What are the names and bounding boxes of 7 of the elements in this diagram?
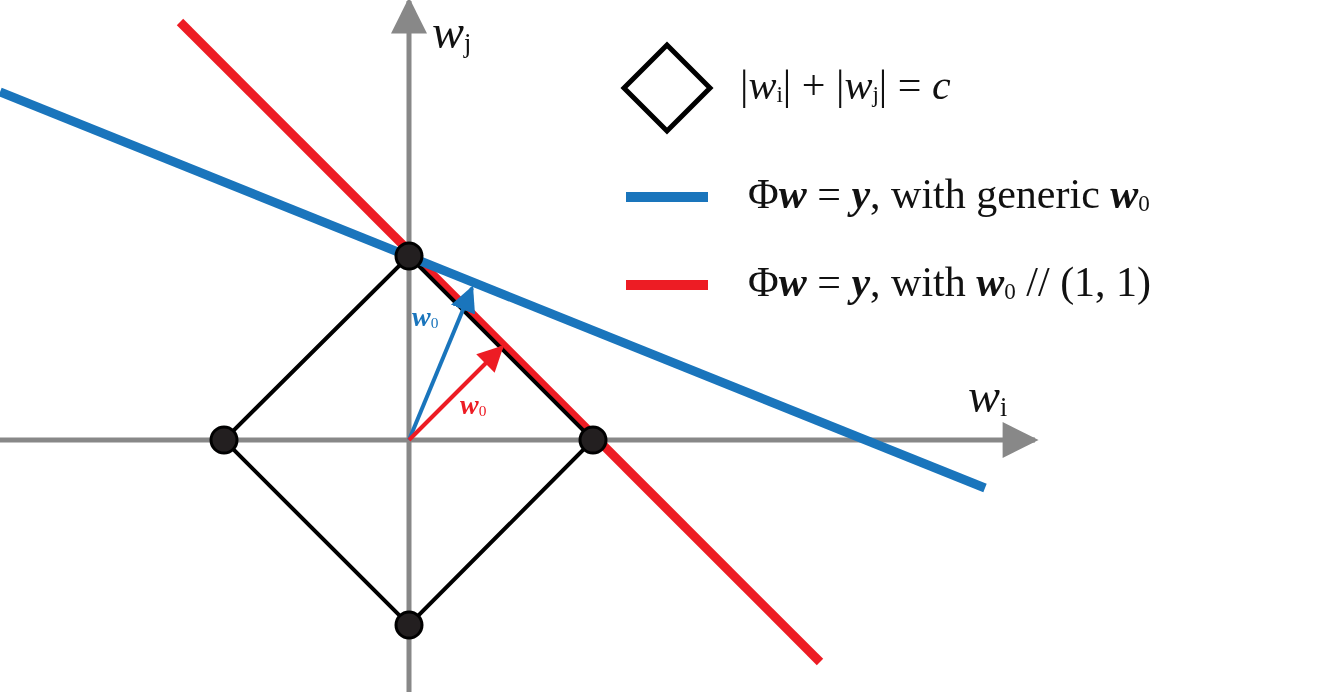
axis-label: w$_{j}$ bbox=[432, 8, 472, 57]
vector-label: w$_{0}$ bbox=[412, 303, 439, 331]
legend-label: |w$_{i}$| + |w$_{j}$| = c bbox=[740, 64, 951, 107]
legend-label: Φw = y, with generic w$_{0}$ bbox=[748, 173, 1150, 216]
axis-label: w$_{i}$ bbox=[968, 372, 1008, 421]
vector-label: w$_{0}$ bbox=[460, 391, 487, 419]
legend-label: Φw = y, with w$_{0}$ // (1, 1) bbox=[748, 261, 1152, 304]
